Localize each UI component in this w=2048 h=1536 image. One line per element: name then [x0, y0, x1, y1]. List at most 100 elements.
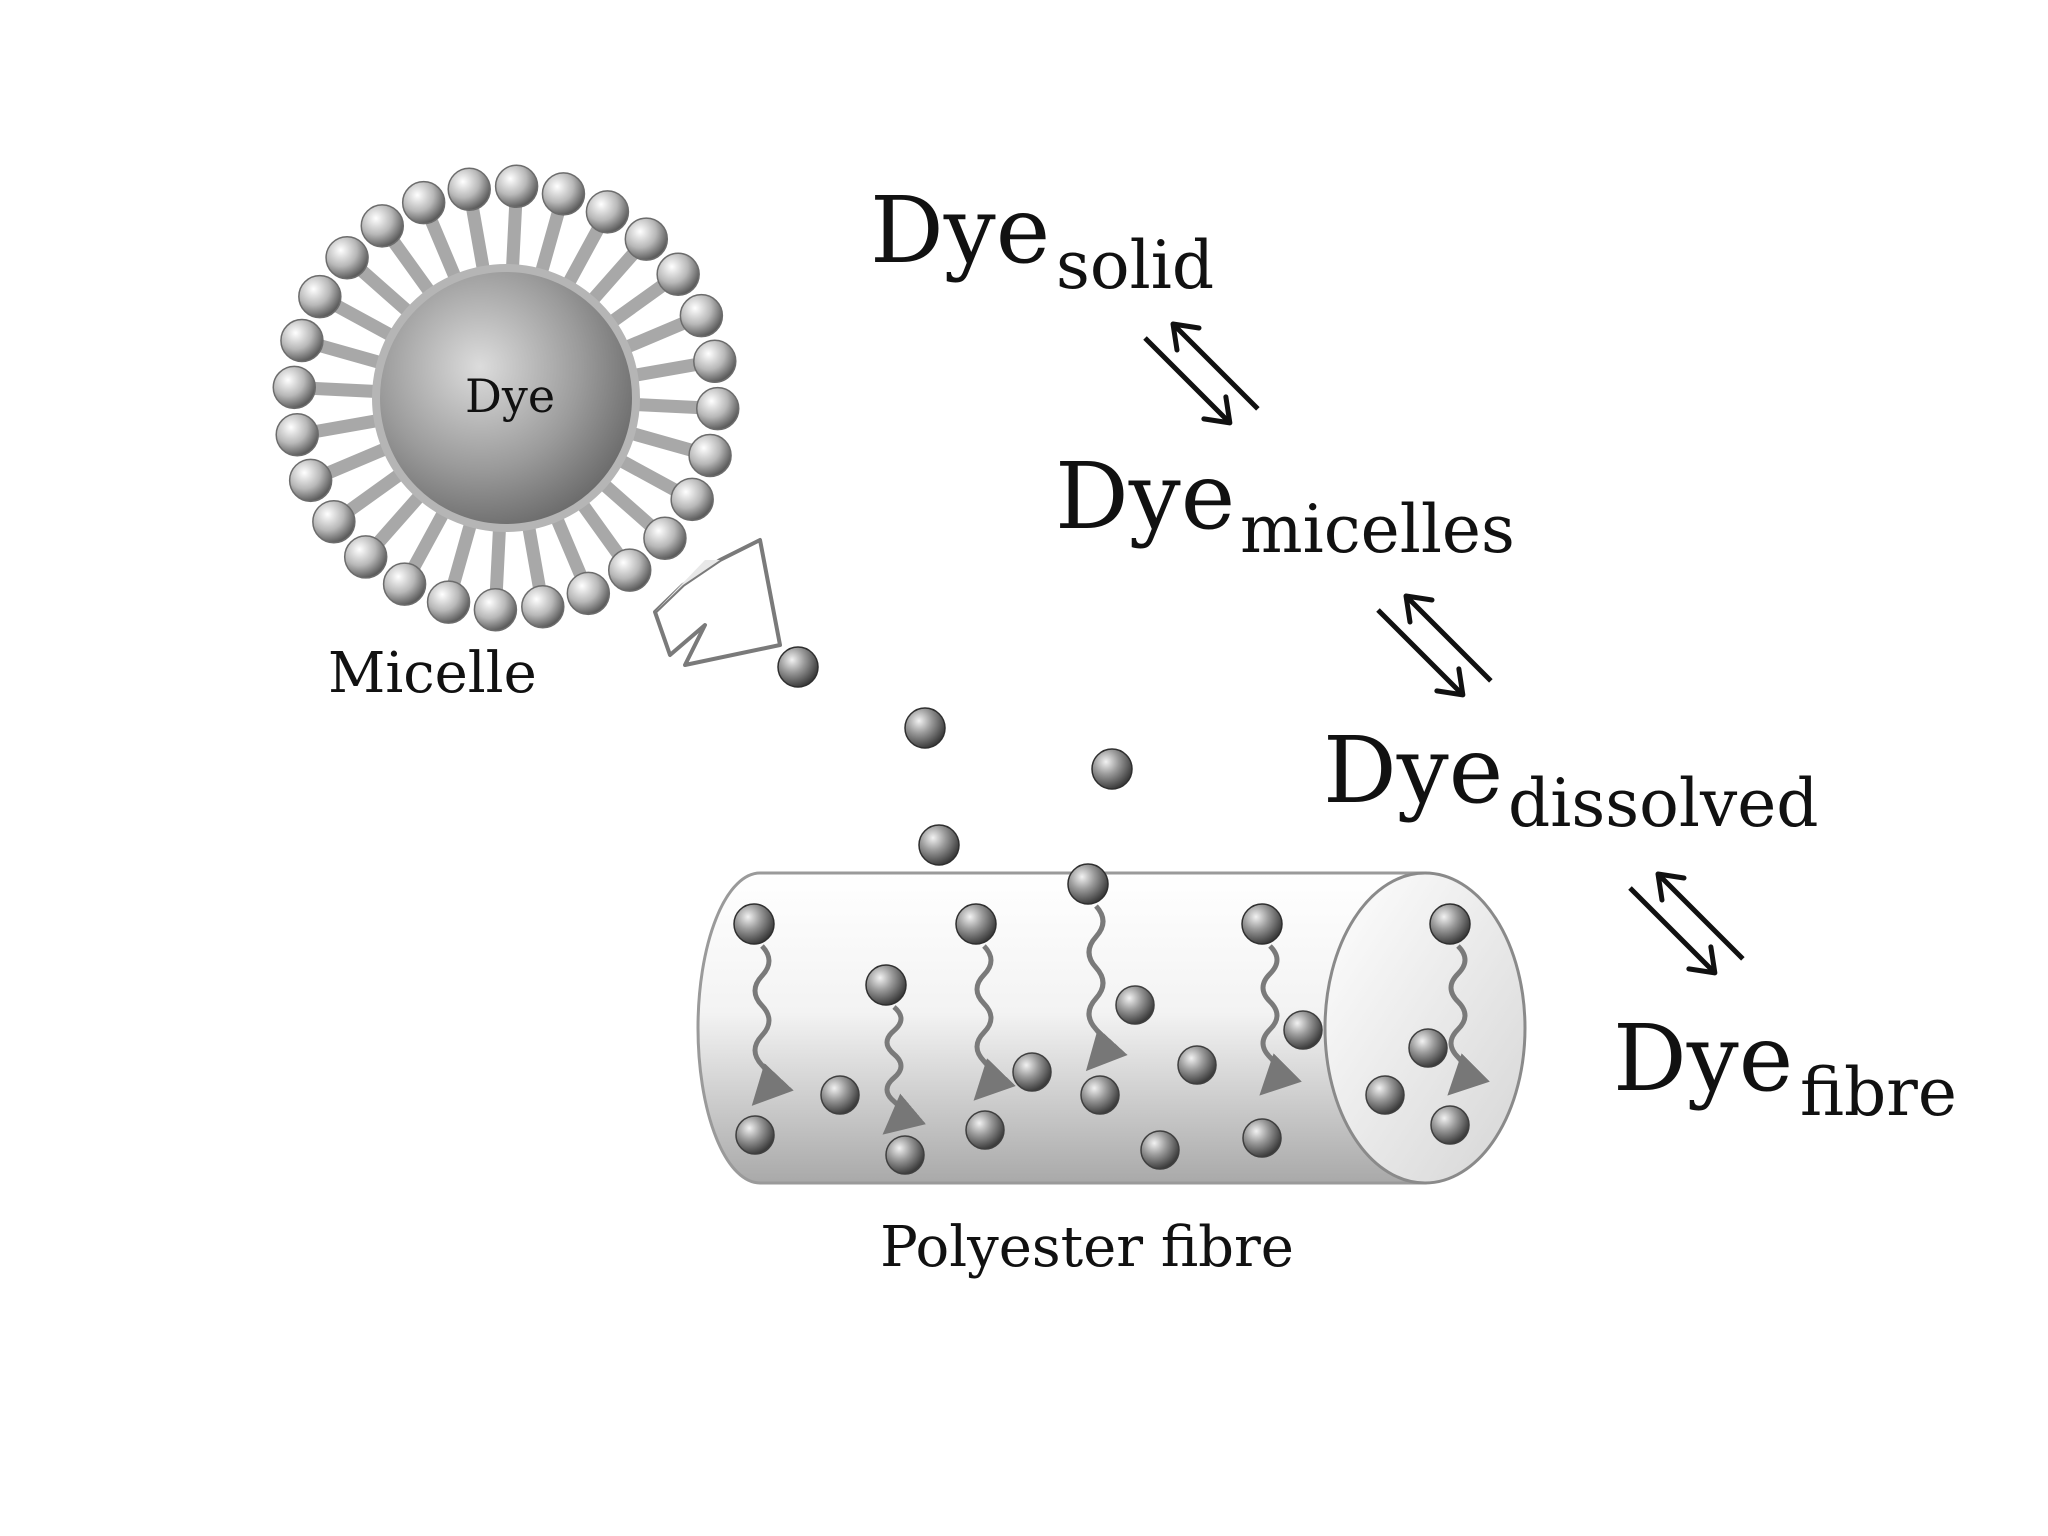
- reverse-arrow: [1404, 594, 1493, 683]
- surfactant-head: [275, 413, 319, 457]
- dye-molecule: [1408, 1028, 1448, 1068]
- forward-arrow: [1376, 608, 1465, 697]
- equilibrium-arrow-micelles-dissolved-icon: [1376, 593, 1493, 698]
- surfactant-head: [401, 180, 446, 225]
- dye-molecule: [1080, 1075, 1120, 1115]
- forward-arrow: [1143, 336, 1232, 425]
- state-main: Dye: [870, 177, 1050, 284]
- forward-arrowhead: [1434, 666, 1466, 698]
- dye-molecule: [1365, 1075, 1405, 1115]
- reverse-arrowhead: [1655, 871, 1687, 903]
- dye-molecule: [1115, 985, 1155, 1025]
- surfactant-tail: [489, 523, 506, 601]
- surfactant-tail: [423, 210, 462, 283]
- diffusion-path: [751, 944, 794, 1106]
- micelle-core-label: Dye: [465, 369, 555, 423]
- surfactant-tail: [465, 198, 490, 275]
- surfactant-head: [566, 571, 611, 616]
- dye-molecule: [1177, 1045, 1217, 1085]
- fibre-end: [1323, 871, 1527, 1185]
- surfactant-head: [272, 365, 317, 410]
- dye-molecule: [1241, 903, 1283, 945]
- fibre-caption: Polyester fibre: [880, 1215, 1294, 1280]
- surfactant-tail: [303, 381, 381, 398]
- surfactant-tail: [606, 277, 672, 328]
- dye-molecule: [904, 707, 946, 749]
- state-main: Dye: [1055, 443, 1235, 550]
- equilibrium-arrow-dissolved-fibre-icon: [1628, 871, 1745, 976]
- surfactant-head: [494, 164, 539, 209]
- surfactant-tail: [535, 202, 566, 278]
- reverse-arrowhead: [1403, 593, 1435, 625]
- surfactant-tail: [446, 518, 477, 594]
- dye-molecule: [918, 824, 960, 866]
- surfactant-head: [521, 585, 565, 629]
- dye-molecule: [1012, 1052, 1052, 1092]
- equilibrium-state-solid: Dye solid: [870, 177, 1214, 304]
- surfactant-head: [693, 339, 737, 383]
- surfactant-head: [643, 516, 687, 561]
- dye-molecule: [1430, 1105, 1470, 1145]
- state-main: Dye: [1613, 1005, 1793, 1112]
- dye-molecule: [820, 1075, 860, 1115]
- fibre-body: [696, 871, 1427, 1185]
- surfactant-head: [325, 235, 369, 280]
- micelle-caption: Micelle: [328, 641, 537, 706]
- surfactant-heads: [272, 164, 740, 632]
- state-main: Dye: [1323, 717, 1503, 824]
- surfactant-tail: [629, 357, 706, 382]
- dye-molecule: [965, 1110, 1005, 1150]
- equilibrium-arrows: [1143, 321, 1745, 976]
- dye-molecule: [955, 903, 997, 945]
- fibre-dye-molecules: [733, 863, 1490, 1175]
- release-arrow-icon: [653, 538, 782, 667]
- surfactant-tail: [310, 338, 386, 369]
- surfactant-tail: [562, 219, 607, 289]
- surfactant-tail: [405, 507, 450, 577]
- forward-arrow: [1628, 886, 1717, 975]
- dye-molecule: [865, 964, 907, 1006]
- surfactant-head: [679, 293, 724, 338]
- surfactant-head: [656, 252, 700, 297]
- surfactant-tails: [303, 195, 709, 601]
- diffusion-path: [1259, 944, 1302, 1096]
- surfactant-tail: [626, 427, 702, 458]
- surfactant-head: [426, 580, 471, 624]
- free-dye-molecules: [777, 646, 1133, 866]
- surfactant-tail: [586, 244, 643, 306]
- equilibrium-arrow-solid-micelles-icon: [1143, 321, 1260, 426]
- surfactant-head: [624, 217, 669, 261]
- surfactant-head: [360, 204, 405, 248]
- surfactant-tail: [621, 315, 694, 354]
- dye-molecule: [1283, 1010, 1323, 1050]
- dye-molecule: [1067, 863, 1109, 905]
- surfactant-tail: [369, 490, 426, 552]
- micelle: Dye: [272, 164, 740, 632]
- surfactant-head: [382, 562, 427, 606]
- surfactant-head: [585, 190, 630, 234]
- surfactant-tail: [615, 454, 685, 499]
- surfactant-tail: [550, 513, 589, 586]
- surfactant-tail: [576, 498, 627, 564]
- surfactant-head: [447, 167, 491, 211]
- surfactant-tail: [318, 442, 391, 481]
- surfactant-head: [688, 433, 732, 478]
- dye-molecule: [1429, 903, 1471, 945]
- surfactant-head: [298, 274, 342, 319]
- polyester-fibre: [696, 863, 1527, 1185]
- reverse-arrow: [1656, 872, 1745, 961]
- surfactant-tail: [598, 478, 660, 535]
- surfactant-tail: [522, 521, 547, 598]
- forward-arrowhead: [1201, 394, 1233, 426]
- forward-arrowhead: [1686, 944, 1718, 976]
- state-sub: fibre: [1800, 1054, 1957, 1131]
- dye-molecule: [735, 1115, 775, 1155]
- surfactant-tail: [352, 261, 414, 318]
- state-sub: dissolved: [1508, 765, 1819, 842]
- diffusion-path: [1085, 904, 1128, 1072]
- micelle-core: [372, 264, 640, 532]
- surfactant-head: [695, 386, 740, 431]
- equilibrium-state-micelles: Dye micelles: [1055, 443, 1515, 568]
- dye-molecule: [1091, 748, 1133, 790]
